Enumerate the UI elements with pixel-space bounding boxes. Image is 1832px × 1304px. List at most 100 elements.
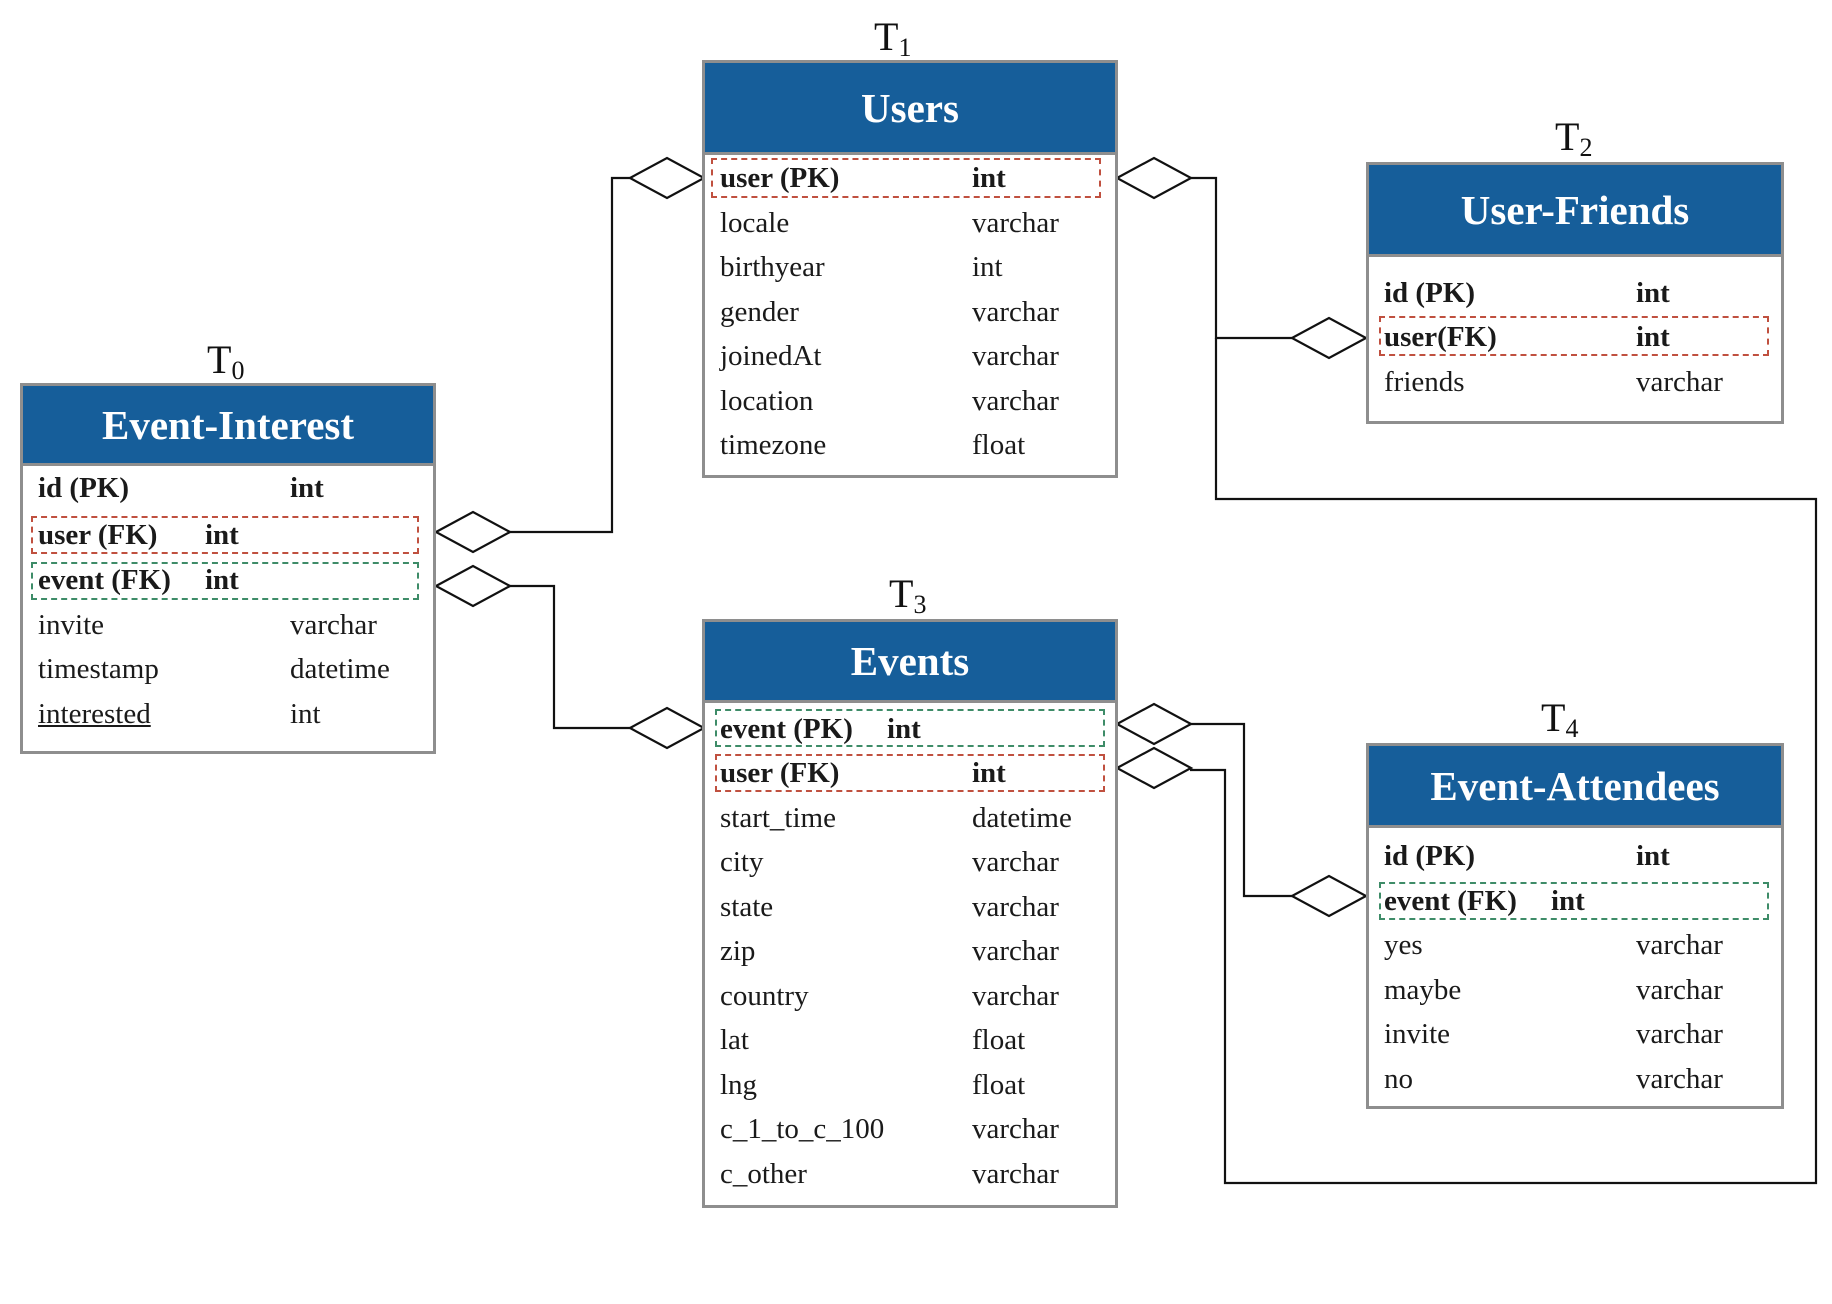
column-type: varchar — [972, 980, 1059, 1012]
link-events-event-attendees — [1190, 722, 1292, 898]
column-type: varchar — [1636, 974, 1723, 1006]
column-name: lng — [720, 1069, 758, 1101]
column-name: zip — [720, 935, 756, 967]
column-name: city — [720, 846, 764, 878]
column-name: birthyear — [720, 251, 825, 283]
link-diamond — [627, 156, 707, 200]
table-title: Events — [705, 622, 1115, 703]
column-type: varchar — [972, 340, 1059, 372]
link-diamond — [1289, 316, 1369, 360]
table-label-t2: T2 — [1555, 114, 1593, 163]
column-type: varchar — [290, 609, 377, 641]
column-name: timezone — [720, 429, 827, 461]
column-type: int — [1636, 840, 1670, 872]
column-name: user (FK) — [38, 519, 158, 551]
column-type: int — [1551, 885, 1585, 917]
link-diamond — [1114, 702, 1194, 746]
table-title: Event-Attendees — [1369, 746, 1781, 828]
table-label-t3: T3 — [889, 571, 927, 620]
column-type: int — [972, 757, 1006, 789]
link-diamond — [433, 564, 513, 608]
column-type: varchar — [1636, 366, 1723, 398]
column-name: user(FK) — [1384, 321, 1497, 353]
primary-key-highlight — [711, 158, 1101, 198]
column-name: no — [1384, 1063, 1413, 1095]
link-users-user-friends — [1191, 176, 1292, 340]
column-type: varchar — [1636, 1018, 1723, 1050]
column-name: yes — [1384, 929, 1423, 961]
table-title: Event-Interest — [23, 386, 433, 466]
foreign-key-highlight — [715, 754, 1105, 792]
table-label-t0: T0 — [207, 337, 245, 386]
column-type: datetime — [972, 802, 1072, 834]
foreign-key-highlight — [1379, 882, 1769, 920]
link-diamond — [1114, 156, 1194, 200]
column-type: int — [205, 564, 239, 596]
column-name: gender — [720, 296, 799, 328]
column-name: invite — [38, 609, 105, 641]
column-type: float — [972, 1069, 1026, 1101]
column-type: varchar — [972, 207, 1059, 239]
column-type: int — [1636, 321, 1670, 353]
column-name: id (PK) — [1384, 840, 1476, 872]
column-name: start_time — [720, 802, 836, 834]
column-name: joinedAt — [720, 340, 822, 372]
column-name: user (PK) — [720, 162, 840, 194]
table-events: Events event (PK) int user (FK) int star… — [702, 619, 1118, 1208]
link-users-events — [1190, 338, 1818, 1185]
column-type: varchar — [1636, 1063, 1723, 1095]
column-name: id (PK) — [38, 472, 130, 504]
table-user-friends: User-Friends id (PK) int user(FK) int fr… — [1366, 162, 1784, 424]
column-type: int — [290, 698, 321, 730]
column-type: varchar — [972, 846, 1059, 878]
column-type: varchar — [972, 385, 1059, 417]
column-type: float — [972, 429, 1026, 461]
column-type: int — [972, 162, 1006, 194]
foreign-key-highlight — [1379, 316, 1769, 356]
column-type: varchar — [972, 1158, 1059, 1190]
column-name: event (PK) — [720, 713, 853, 745]
column-type: float — [972, 1024, 1026, 1056]
table-title: Users — [705, 63, 1115, 155]
column-name: interested — [38, 694, 151, 734]
column-name: user (FK) — [720, 757, 840, 789]
table-event-attendees: Event-Attendees id (PK) int event (FK) i… — [1366, 743, 1784, 1109]
table-label-t4: T4 — [1541, 695, 1579, 744]
column-name: timestamp — [38, 653, 159, 685]
link-diamond — [627, 706, 707, 750]
column-name: c_1_to_c_100 — [720, 1113, 885, 1145]
foreign-key-highlight — [31, 562, 419, 600]
link-users-event-interest — [510, 176, 630, 534]
column-name: lat — [720, 1024, 749, 1056]
column-type: varchar — [1636, 929, 1723, 961]
column-name: country — [720, 980, 809, 1012]
link-diamond — [1289, 874, 1369, 918]
table-title: User-Friends — [1369, 165, 1781, 257]
table-label-t1: T1 — [874, 14, 912, 63]
column-type: int — [290, 472, 324, 504]
link-diamond — [433, 510, 513, 554]
foreign-key-highlight — [31, 516, 419, 554]
column-type: datetime — [290, 653, 390, 685]
column-name: invite — [1384, 1018, 1451, 1050]
column-name: maybe — [1384, 974, 1462, 1006]
column-type: int — [1636, 277, 1670, 309]
underlined-column-name: interested — [38, 698, 151, 730]
column-type: int — [972, 251, 1003, 283]
column-name: c_other — [720, 1158, 807, 1190]
column-type: varchar — [972, 1113, 1059, 1145]
link-diamond — [1114, 746, 1194, 790]
link-event-interest-events — [510, 584, 630, 730]
column-type: int — [887, 713, 921, 745]
column-type: varchar — [972, 296, 1059, 328]
column-type: varchar — [972, 891, 1059, 923]
table-event-interest: Event-Interest id (PK) int user (FK) int… — [20, 383, 436, 754]
column-name: event (FK) — [1384, 885, 1517, 917]
table-users: Users user (PK) int locale varchar birth… — [702, 60, 1118, 478]
column-name: event (FK) — [38, 564, 171, 596]
column-type: int — [205, 519, 239, 551]
column-name: location — [720, 385, 814, 417]
column-name: friends — [1384, 366, 1465, 398]
